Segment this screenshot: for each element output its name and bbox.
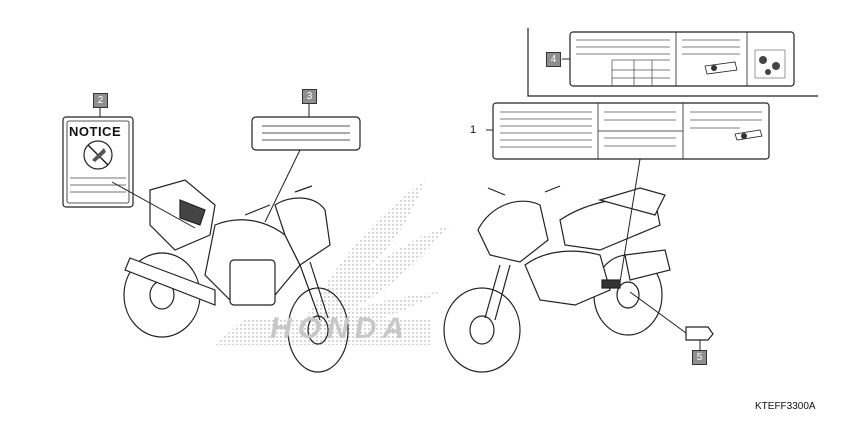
callout-4: 4 [546,52,561,67]
callout-3: 3 [302,89,317,104]
motorcycle-right [443,185,671,373]
leader-lines [99,58,701,350]
diagram-code: KTEFF3300A [755,401,816,412]
label-4-inset [527,28,818,97]
motorcycle-left [123,179,349,373]
label-3-sticker [251,116,361,151]
callout-2: 2 [93,93,108,108]
callout-1: 1 [470,124,477,136]
callout-5: 5 [692,350,707,365]
label-1-sticker [492,102,770,160]
notice-heading: NOTICE [69,124,122,139]
label-5-tag [685,326,714,341]
honda-wing-watermark [215,180,450,345]
honda-brand-watermark-text: HONDA [270,312,410,345]
